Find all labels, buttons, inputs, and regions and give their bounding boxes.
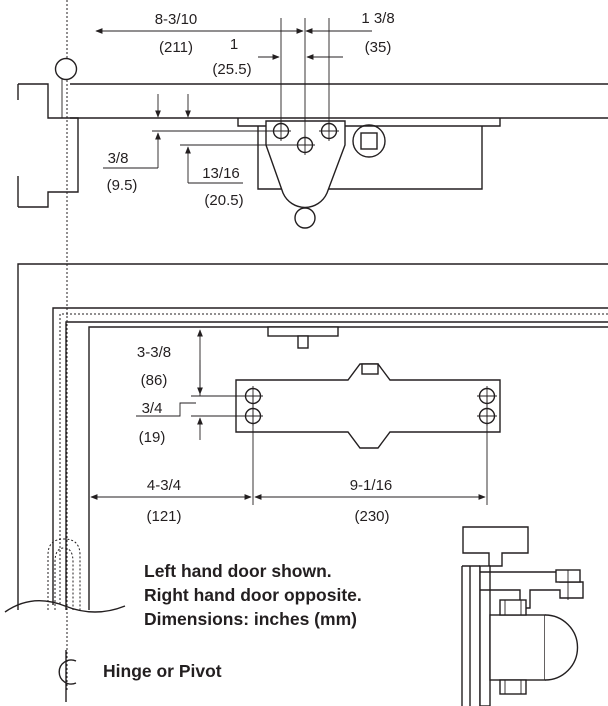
dim-label-121: (121) — [146, 508, 181, 525]
note-left-hand: Left hand door shown. — [144, 561, 332, 581]
frame-outer — [17, 263, 608, 610]
notes: Left hand door shown. Right hand door op… — [58, 561, 362, 702]
closer-body-plan — [257, 126, 483, 190]
dim-label-1: 1 — [230, 36, 238, 53]
dim-label-8-3-10: 8-3/10 — [155, 11, 198, 28]
hinge-leaf — [47, 538, 81, 610]
dim-label-9-1-16: 9-1/16 — [350, 477, 393, 494]
arm-pivot-hole — [294, 207, 316, 229]
spindle-circle — [352, 124, 386, 158]
break-line — [4, 599, 126, 613]
dim-label-230: (230) — [354, 508, 389, 525]
arm-bracket — [479, 565, 491, 706]
mounting-plate — [237, 118, 501, 127]
dim-label-3-8: 3/8 — [108, 150, 129, 167]
frame-bracket — [267, 326, 339, 337]
dim-label-1-3-8: 1 3/8 — [361, 10, 394, 27]
side-section-view — [461, 526, 584, 706]
dim-label-3-4: 3/4 — [142, 400, 163, 417]
adjust-valve — [361, 363, 379, 375]
door-edge — [65, 321, 608, 610]
front-view: 3-3/8 (86) 3/4 (19) 4-3/4 (121) 9-1/16 (… — [4, 263, 608, 613]
dim-label-25-5: (25.5) — [212, 61, 251, 78]
top-view: 8-3/10 (211) 1 3/8 (35) 1 (25.5) 3/8 (9.… — [17, 0, 608, 690]
closer-body — [235, 363, 501, 449]
header-profile — [462, 526, 529, 567]
closer-body-side — [489, 614, 546, 681]
note-units: Dimensions: inches (mm) — [144, 609, 357, 629]
hinge-pivot-label: Hinge or Pivot — [103, 661, 222, 681]
arm-plate — [265, 120, 346, 209]
dim-label-20-5: (20.5) — [204, 192, 243, 209]
dim-label-211: (211) — [159, 39, 193, 56]
dim-label-9-5: (9.5) — [107, 177, 138, 194]
door-inner-edge — [88, 326, 608, 610]
note-right-hand: Right hand door opposite. — [144, 585, 362, 605]
dim-label-86: (86) — [141, 372, 168, 389]
dim-label-3-3-8: 3-3/8 — [137, 344, 171, 361]
frame-stub — [18, 83, 79, 208]
spindle-square — [360, 132, 378, 150]
pivot-circle — [54, 57, 78, 81]
frame-inner — [52, 307, 608, 605]
door-outline-dotted — [59, 313, 608, 605]
dim-label-4-3-4: 4-3/4 — [147, 477, 181, 494]
dim-label-19: (19) — [139, 429, 166, 446]
centerline-symbol-icon — [58, 650, 77, 702]
hinge-link — [61, 79, 70, 119]
dim-label-13-16: 13/16 — [202, 165, 240, 182]
dim-label-35: (35) — [365, 39, 392, 56]
